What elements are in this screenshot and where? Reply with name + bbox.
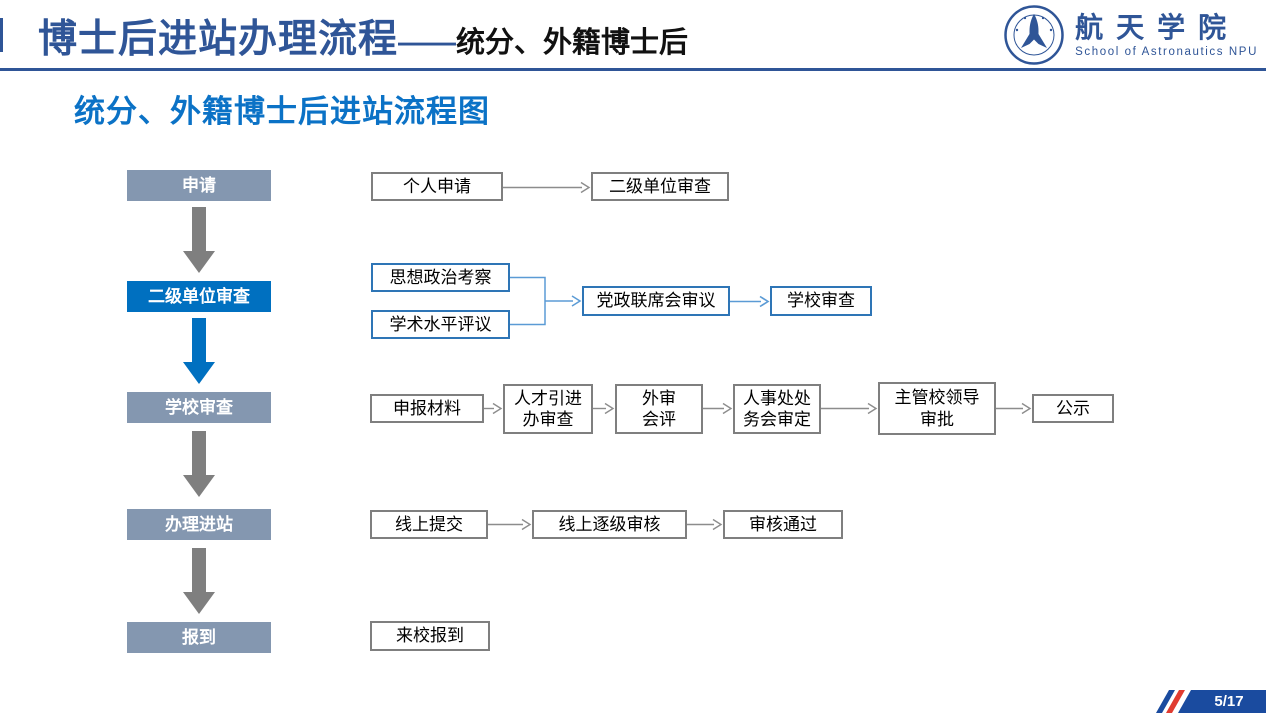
- stage-apply: 申请: [127, 170, 271, 201]
- arrow-right-icon: [996, 402, 1032, 415]
- title-dash: ——: [398, 27, 457, 59]
- header-divider: [0, 68, 1266, 71]
- stage-unit-review: 二级单位审查: [127, 281, 271, 312]
- slide-title: 博士后进站办理流程 —— 统分、外籍博士后: [38, 8, 688, 64]
- merge-connector-icon: [510, 276, 582, 326]
- title-main: 博士后进站办理流程: [38, 18, 399, 61]
- flow-box-external-review: 外审 会评: [615, 384, 703, 434]
- arrow-right-icon: [821, 402, 878, 415]
- flow-box-personal-application: 个人申请: [371, 172, 503, 201]
- flow-box-academic-evaluation: 学术水平评议: [371, 310, 510, 339]
- logo-chinese-name: 航天学院: [1075, 11, 1240, 43]
- flow-box-hr-committee: 人事处处 务会审定: [733, 384, 821, 434]
- title-suffix: 统分、外籍博士后: [456, 27, 689, 59]
- flow-box-approved: 审核通过: [723, 510, 843, 539]
- title-accent-strip: [0, 18, 3, 52]
- flow-box-school-review: 学校审查: [770, 286, 872, 316]
- down-arrow-icon: [183, 431, 215, 497]
- stage-school-review: 学校审查: [127, 392, 271, 423]
- flow-box-publicity: 公示: [1032, 394, 1114, 423]
- down-arrow-icon: [183, 548, 215, 614]
- arrow-right-icon: [703, 402, 733, 415]
- arrow-right-icon: [687, 518, 723, 531]
- flow-box-online-submit: 线上提交: [370, 510, 488, 539]
- flow-box-political-review: 思想政治考察: [371, 263, 510, 292]
- flow-box-online-approval: 线上逐级审核: [532, 510, 687, 539]
- flow-box-talent-office-review: 人才引进 办审查: [503, 384, 593, 434]
- logo-english-name: School of Astronautics NPU: [1075, 46, 1258, 59]
- down-arrow-icon: [183, 207, 215, 273]
- stage-entry: 办理进站: [127, 509, 271, 540]
- stage-report: 报到: [127, 622, 271, 653]
- flow-box-application-materials: 申报材料: [370, 394, 484, 423]
- arrow-right-icon: [730, 295, 770, 308]
- arrow-right-icon: [484, 402, 503, 415]
- section-heading: 统分、外籍博士后进站流程图: [74, 94, 490, 129]
- down-arrow-icon: [183, 318, 215, 384]
- flow-box-unit-review: 二级单位审查: [591, 172, 729, 201]
- flow-box-joint-committee: 党政联席会审议: [582, 286, 730, 316]
- footer-stripes-icon: [1156, 690, 1266, 713]
- flow-box-leader-approval: 主管校领导 审批: [878, 382, 996, 435]
- arrow-right-icon: [503, 181, 591, 194]
- arrow-right-icon: [593, 402, 615, 415]
- arrow-right-icon: [488, 518, 532, 531]
- school-logo-icon: [1004, 5, 1064, 65]
- school-logo-text: 航天学院 School of Astronautics NPU: [1075, 12, 1258, 58]
- flow-box-campus-registration: 来校报到: [370, 621, 490, 651]
- page-number: 5/17: [1214, 693, 1244, 710]
- school-logo: 航天学院 School of Astronautics NPU: [1003, 4, 1258, 66]
